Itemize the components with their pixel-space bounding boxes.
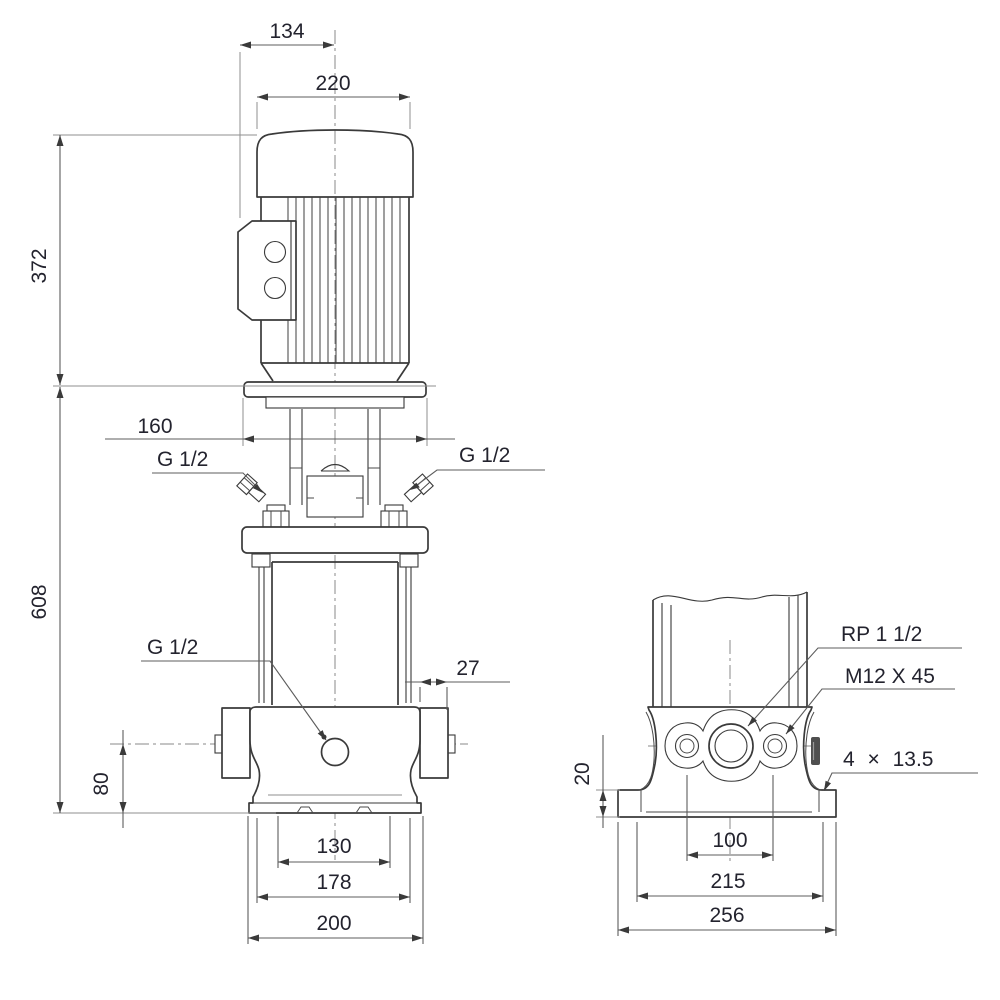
- dim-372-text: 372: [28, 248, 51, 283]
- dim-27-text: 27: [456, 657, 479, 680]
- foot-inner-curve-left: [639, 711, 655, 791]
- label-vent-port-right: G 1/2: [410, 444, 545, 490]
- bolt-size-text: M12 X 45: [845, 665, 935, 688]
- fan-cover: [256, 129, 414, 198]
- terminal-box: [237, 220, 297, 321]
- vent-plug-left: [236, 473, 267, 503]
- nameplate-tab: [811, 737, 820, 765]
- bolt-boss-right: [762, 733, 788, 759]
- dim-220-text: 220: [315, 72, 350, 95]
- pump-base: [214, 706, 456, 814]
- center-port-outer: [708, 723, 754, 769]
- bolt-boss-left: [674, 733, 700, 759]
- dim-27: 27: [405, 657, 510, 710]
- dim-178-text: 178: [316, 871, 351, 894]
- label-port-thread: RP 1 1/2: [747, 623, 962, 727]
- vent-port-right-text: G 1/2: [459, 444, 510, 467]
- discharge-flange-block: [419, 707, 449, 779]
- motor-flange: [243, 381, 427, 398]
- dim-200: 200: [247, 816, 424, 944]
- hex-plug-left: [262, 504, 290, 528]
- front-view: [617, 591, 837, 862]
- break-line: [652, 591, 808, 602]
- dim-100: 100: [686, 775, 774, 861]
- vent-plug-right: [403, 473, 434, 503]
- foot-holes-text: 4 × 13.5: [843, 748, 933, 771]
- label-bolt-size: M12 X 45: [785, 665, 955, 735]
- dim-608: 608: [28, 387, 276, 814]
- port-thread-text: RP 1 1/2: [841, 623, 922, 646]
- hex-plug-right: [380, 504, 408, 528]
- side-view: [110, 30, 468, 860]
- head-flange: [241, 526, 429, 554]
- port-boss-contour: [664, 709, 798, 782]
- cable-entry-hole-bottom: [263, 276, 287, 300]
- label-drain-port: G 1/2: [141, 636, 327, 741]
- coupling-guard: [306, 475, 364, 518]
- base-tab-right: [355, 806, 373, 814]
- dim-220: 220: [256, 72, 411, 129]
- tie-rod-nut-left: [251, 553, 271, 568]
- dimensions-front-view: 20 100 215 256 RP 1 1/2: [571, 623, 978, 936]
- dim-215: 215: [636, 822, 824, 902]
- sleeve-outline: [271, 561, 399, 705]
- tie-rod-nut-right: [399, 553, 419, 568]
- vent-port-left-text: G 1/2: [157, 448, 208, 471]
- front-sleeve-sides: [652, 592, 808, 707]
- label-vent-port-left: G 1/2: [152, 448, 263, 493]
- base-tab-left: [296, 806, 314, 814]
- dim-160: 160: [105, 398, 455, 446]
- motor: [237, 129, 427, 409]
- dim-134: 134: [239, 20, 334, 218]
- suction-flange-block: [221, 707, 251, 779]
- dim-256-text: 256: [709, 904, 744, 927]
- dim-200-text: 200: [316, 912, 351, 935]
- dim-372: 372: [28, 134, 436, 387]
- motor-ribs: [287, 197, 401, 363]
- dim-608-text: 608: [28, 584, 51, 619]
- front-foot: [617, 706, 837, 818]
- shaft-dome: [320, 463, 351, 472]
- dim-80-text: 80: [90, 772, 113, 795]
- label-foot-holes: 4 × 13.5: [823, 748, 978, 791]
- motor-end-shield: [260, 362, 410, 382]
- bolt-hole-right: [767, 738, 783, 754]
- dim-256: 256: [617, 822, 837, 936]
- dim-215-text: 215: [710, 870, 745, 893]
- motor-stool-legs: [289, 409, 381, 505]
- chamber-sleeve: [251, 553, 419, 705]
- dim-178: 178: [256, 818, 411, 903]
- dim-20: 20: [571, 735, 620, 828]
- dim-160-text: 160: [137, 415, 172, 438]
- drain-port-circle: [320, 737, 350, 767]
- dim-80: 80: [90, 730, 127, 828]
- bolt-hole-left: [679, 738, 695, 754]
- dim-20-text: 20: [571, 762, 594, 785]
- dim-134-text: 134: [269, 20, 304, 43]
- drain-port-text: G 1/2: [147, 636, 198, 659]
- center-port-thread: [714, 729, 748, 763]
- front-sleeve: [652, 591, 808, 707]
- dim-130-text: 130: [316, 835, 351, 858]
- foot-inner-curve-right: [805, 711, 821, 791]
- pump-head: [236, 409, 434, 554]
- cable-entry-hole-top: [263, 240, 287, 264]
- dimensions-side-view: 134 220 372 608: [28, 20, 545, 944]
- dim-100-text: 100: [712, 829, 747, 852]
- dim-130: 130: [277, 816, 391, 868]
- motor-flange-spacer: [265, 396, 405, 409]
